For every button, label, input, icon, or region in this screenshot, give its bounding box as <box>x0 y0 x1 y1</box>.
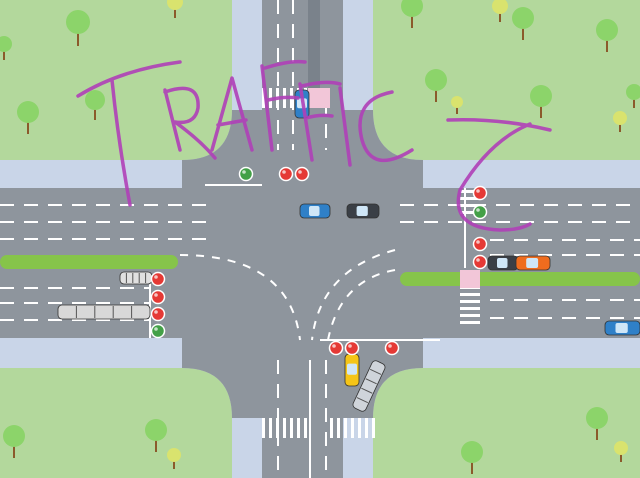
crosswalk-stripe <box>276 418 279 438</box>
tree <box>167 448 181 469</box>
crosswalk-stripe <box>262 418 265 438</box>
median-east <box>400 272 640 286</box>
tree <box>66 10 90 46</box>
handwritten-traffic-scribble <box>76 59 552 232</box>
crosswalk-stripe <box>269 418 272 438</box>
tree <box>461 441 483 474</box>
crosswalk-stripe <box>460 300 480 303</box>
crosswalk-stripe <box>372 418 375 438</box>
truck-vehicle <box>57 304 151 320</box>
median-west <box>0 255 178 269</box>
crosswalk-stripe <box>337 418 340 438</box>
signal-light-red <box>150 306 166 322</box>
tree <box>614 441 628 462</box>
crosswalk-stripe <box>344 418 347 438</box>
signal-light-red <box>472 185 488 201</box>
crosswalk-stripe <box>460 204 480 207</box>
signal-light-red <box>344 340 360 356</box>
crosswalk-stripe <box>460 211 480 214</box>
signal-light-red <box>328 340 344 356</box>
signal-light-red <box>150 271 166 287</box>
signal-light-red <box>150 289 166 305</box>
vehicles <box>57 89 640 412</box>
tree <box>451 96 463 114</box>
truck-vehicle <box>119 271 153 285</box>
car-vehicle <box>299 203 331 219</box>
tree <box>626 84 640 108</box>
crosswalk-stripe <box>460 314 480 317</box>
crosswalk-pad <box>308 88 330 108</box>
signal-light-red <box>294 166 310 182</box>
car-vehicle <box>515 255 551 271</box>
crosswalk-stripe <box>351 418 354 438</box>
crosswalk-stripe <box>262 88 265 108</box>
signal-light-green <box>472 204 488 220</box>
tree <box>0 36 12 60</box>
crosswalk-pad <box>460 270 480 288</box>
crosswalk-stripe <box>304 418 307 438</box>
crosswalk-stripe <box>460 307 480 310</box>
signal-light-red <box>472 236 488 252</box>
signal-light-green <box>150 323 166 339</box>
tree <box>492 0 508 22</box>
signal-light-red <box>472 254 488 270</box>
tree <box>512 7 534 40</box>
crosswalk-stripe <box>365 418 368 438</box>
tree <box>401 0 423 28</box>
crosswalk-stripe <box>297 418 300 438</box>
tree <box>596 19 618 52</box>
crosswalk-stripe <box>460 190 480 193</box>
tree <box>85 90 105 120</box>
tree <box>586 407 608 440</box>
tanker-vehicle <box>352 360 386 412</box>
car-vehicle <box>344 353 360 387</box>
tree <box>425 69 447 102</box>
car-vehicle <box>487 255 519 271</box>
crosswalk-stripe <box>283 418 286 438</box>
signal-light-red <box>278 166 294 182</box>
crosswalk-stripe <box>330 418 333 438</box>
crosswalk-stripe <box>460 197 480 200</box>
crosswalk-stripe <box>290 418 293 438</box>
median-north <box>308 0 320 90</box>
car-vehicle <box>604 320 640 336</box>
signal-light-green <box>238 166 254 182</box>
car-vehicle <box>346 203 380 219</box>
signal-light-red <box>384 340 400 356</box>
traffic-signals <box>150 166 488 356</box>
tree <box>167 0 183 18</box>
tree <box>3 425 25 458</box>
tree <box>145 419 167 452</box>
crosswalk-stripe <box>358 418 361 438</box>
crosswalk-stripe <box>460 321 480 324</box>
tree <box>613 111 627 132</box>
crosswalk-stripe <box>460 293 480 296</box>
tree <box>530 85 552 118</box>
tree <box>17 101 39 134</box>
